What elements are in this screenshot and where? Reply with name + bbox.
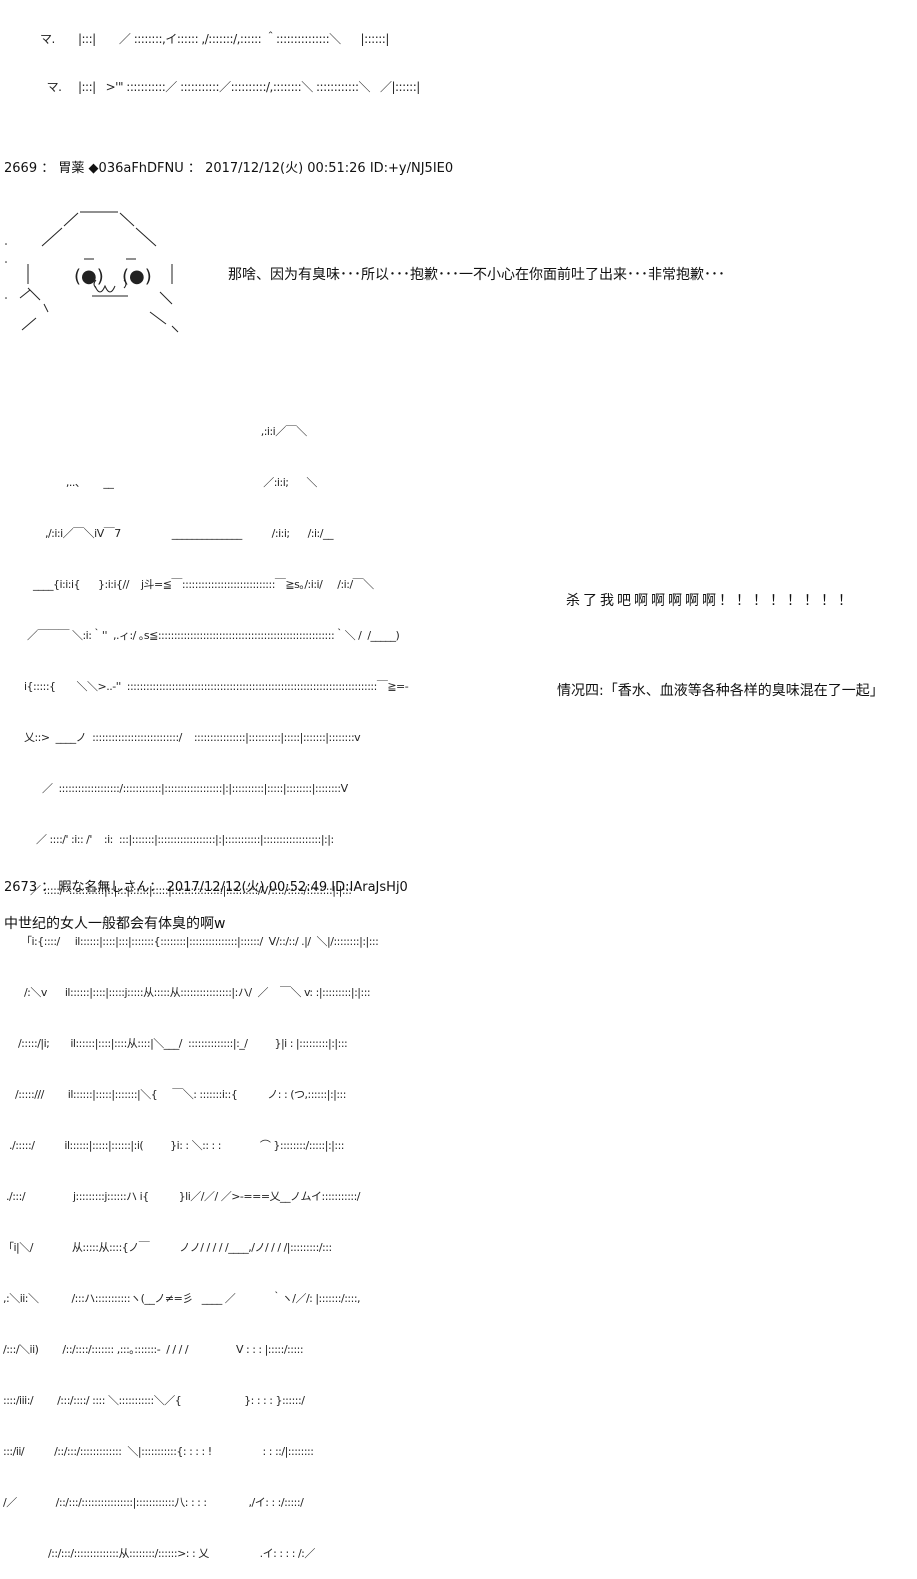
art-line: ／ :::::/ :::::::::::|::|:::|::::::|:::::… (0, 884, 352, 897)
poster-name: 暇な名無しさん (58, 880, 150, 895)
art-line: /:＼v il::::::|::::|:::::j:::::从:::::从:::… (0, 986, 371, 999)
art-line: /:::::/// il::::::|:::::|:::::::|＼{ ￣＼: … (0, 1088, 347, 1101)
post-separator: ： (41, 161, 55, 176)
speech-kill-me: 杀了我吧啊啊啊啊啊！！！！！！！！ (566, 593, 855, 609)
post-separator: ： (41, 880, 55, 895)
art-line: /／ /::/:::/::::::::::::::::|::::::::::::… (0, 1496, 304, 1509)
art-line: i{:::::{ ＼＼>..-'' ::::::::::::::::::::::… (0, 680, 409, 693)
art-line: ／ ::::/' :i:: /' :i: :::|:::::::|:::::::… (0, 833, 334, 846)
art-line: /:::/＼ii) /::/::::/::::::: ,:::｡:::::::-… (0, 1343, 304, 1356)
art-line: マ. |:::| >'" :::::::::::／ :::::::::::／::… (30, 80, 421, 94)
top-ascii-art: マ. |:::| ／ ::::::::,イ:::::: ,/:::::::/,:… (30, 0, 420, 111)
right-eye-icon: (●) (122, 266, 152, 287)
art-line: ,:＼ii:＼ /:::ハ:::::::::::ヽ(__ノ≠=彡 ____ ／ … (0, 1292, 361, 1305)
art-line: ／ :::::::::::::::::::/::::::::::::|:::::… (0, 782, 348, 795)
post-header: 2673 ： 暇な名無しさん： 2017/12/12(火) 00:52:49 I… (4, 880, 408, 896)
art-line: ,:i:i／￣＼ (0, 425, 308, 438)
art-line: ./:::::/ il::::::|:::::|::::::|:i( }i: :… (0, 1139, 345, 1152)
art-line: 乂::> ____ノ :::::::::::::::::::::::::::/ … (0, 731, 361, 744)
art-line: マ. |:::| ／ ::::::::,イ:::::: ,/:::::::/,:… (30, 32, 389, 46)
post-body: 中世纪的女人一般都会有体臭的啊w (4, 916, 226, 932)
post-date: 2017/12/12(火) 00:52:49 (166, 880, 328, 895)
art-line: ____{i:i:i{ }:i:i{// j斗=≦￣::::::::::::::… (0, 578, 374, 591)
art-line: ／￣￣￣ ＼:i:｀'' ,.ィ:/ ｡s≦::::::::::::::::::… (0, 629, 400, 642)
post-separator: ： (149, 880, 163, 895)
post-separator: ： (187, 161, 201, 176)
speech-apology: 那啥、因为有臭味･･･所以･･･抱歉･･･一不小心在你面前吐了出来･･･非常抱歉… (228, 267, 725, 283)
speech-situation-four: 情况四:「香水、血液等各种各样的臭味混在了一起」 (557, 683, 884, 699)
big-ascii-art: ,:i:i／￣＼ ,..、 __ ／:i:i; ＼ ,/:i:i／￣＼iV￣7 … (0, 389, 409, 1579)
art-line: 「i:{::::/ il::::::|::::|:::|:::::::{::::… (0, 935, 379, 948)
post-date: 2017/12/12(火) 00:51:26 (205, 161, 366, 176)
left-eye-icon: (●) (74, 266, 104, 287)
post-id[interactable]: ID:IAraJsHj0 (331, 880, 408, 895)
poster-name: 胃薬 (58, 161, 85, 176)
art-line: ::::/iii:/ /:::/::::/ :::: ＼:::::::::::＼… (0, 1394, 305, 1407)
art-line: ./:::/ j:::::::::j::::::ハ i{ }li／/／/ ／>-… (0, 1190, 361, 1203)
post-header: 2669 ： 胃薬 ◆036aFhDFNU ： 2017/12/12(火) 00… (4, 161, 453, 177)
art-line: ,/:i:i／￣＼iV￣7 ______________ /:i:i; /:i:… (0, 527, 334, 540)
post-id[interactable]: ID:+y/NJ5IE0 (369, 161, 454, 176)
art-line: ,..、 __ ／:i:i; ＼ (0, 476, 318, 489)
art-line: /::/:::/::::::::::::::从::::::::/::::::>:… (0, 1547, 315, 1560)
yaruo-face-art: (●) (●) (5, 211, 179, 333)
post-number[interactable]: 2673 (4, 880, 38, 895)
art-line: /:::::/|i; il::::::|::::|::::从::::|＼___/… (0, 1037, 348, 1050)
art-line: :::/ii/ /::/:::/::::::::::::: ＼|::::::::… (0, 1445, 314, 1458)
post-number[interactable]: 2669 (4, 161, 38, 176)
poster-trip: ◆036aFhDFNU (88, 161, 184, 176)
art-line: 「i|＼/ 从:::::从::::{ノ￣ ノノ/ / / / /____,/ノ/… (0, 1241, 332, 1254)
